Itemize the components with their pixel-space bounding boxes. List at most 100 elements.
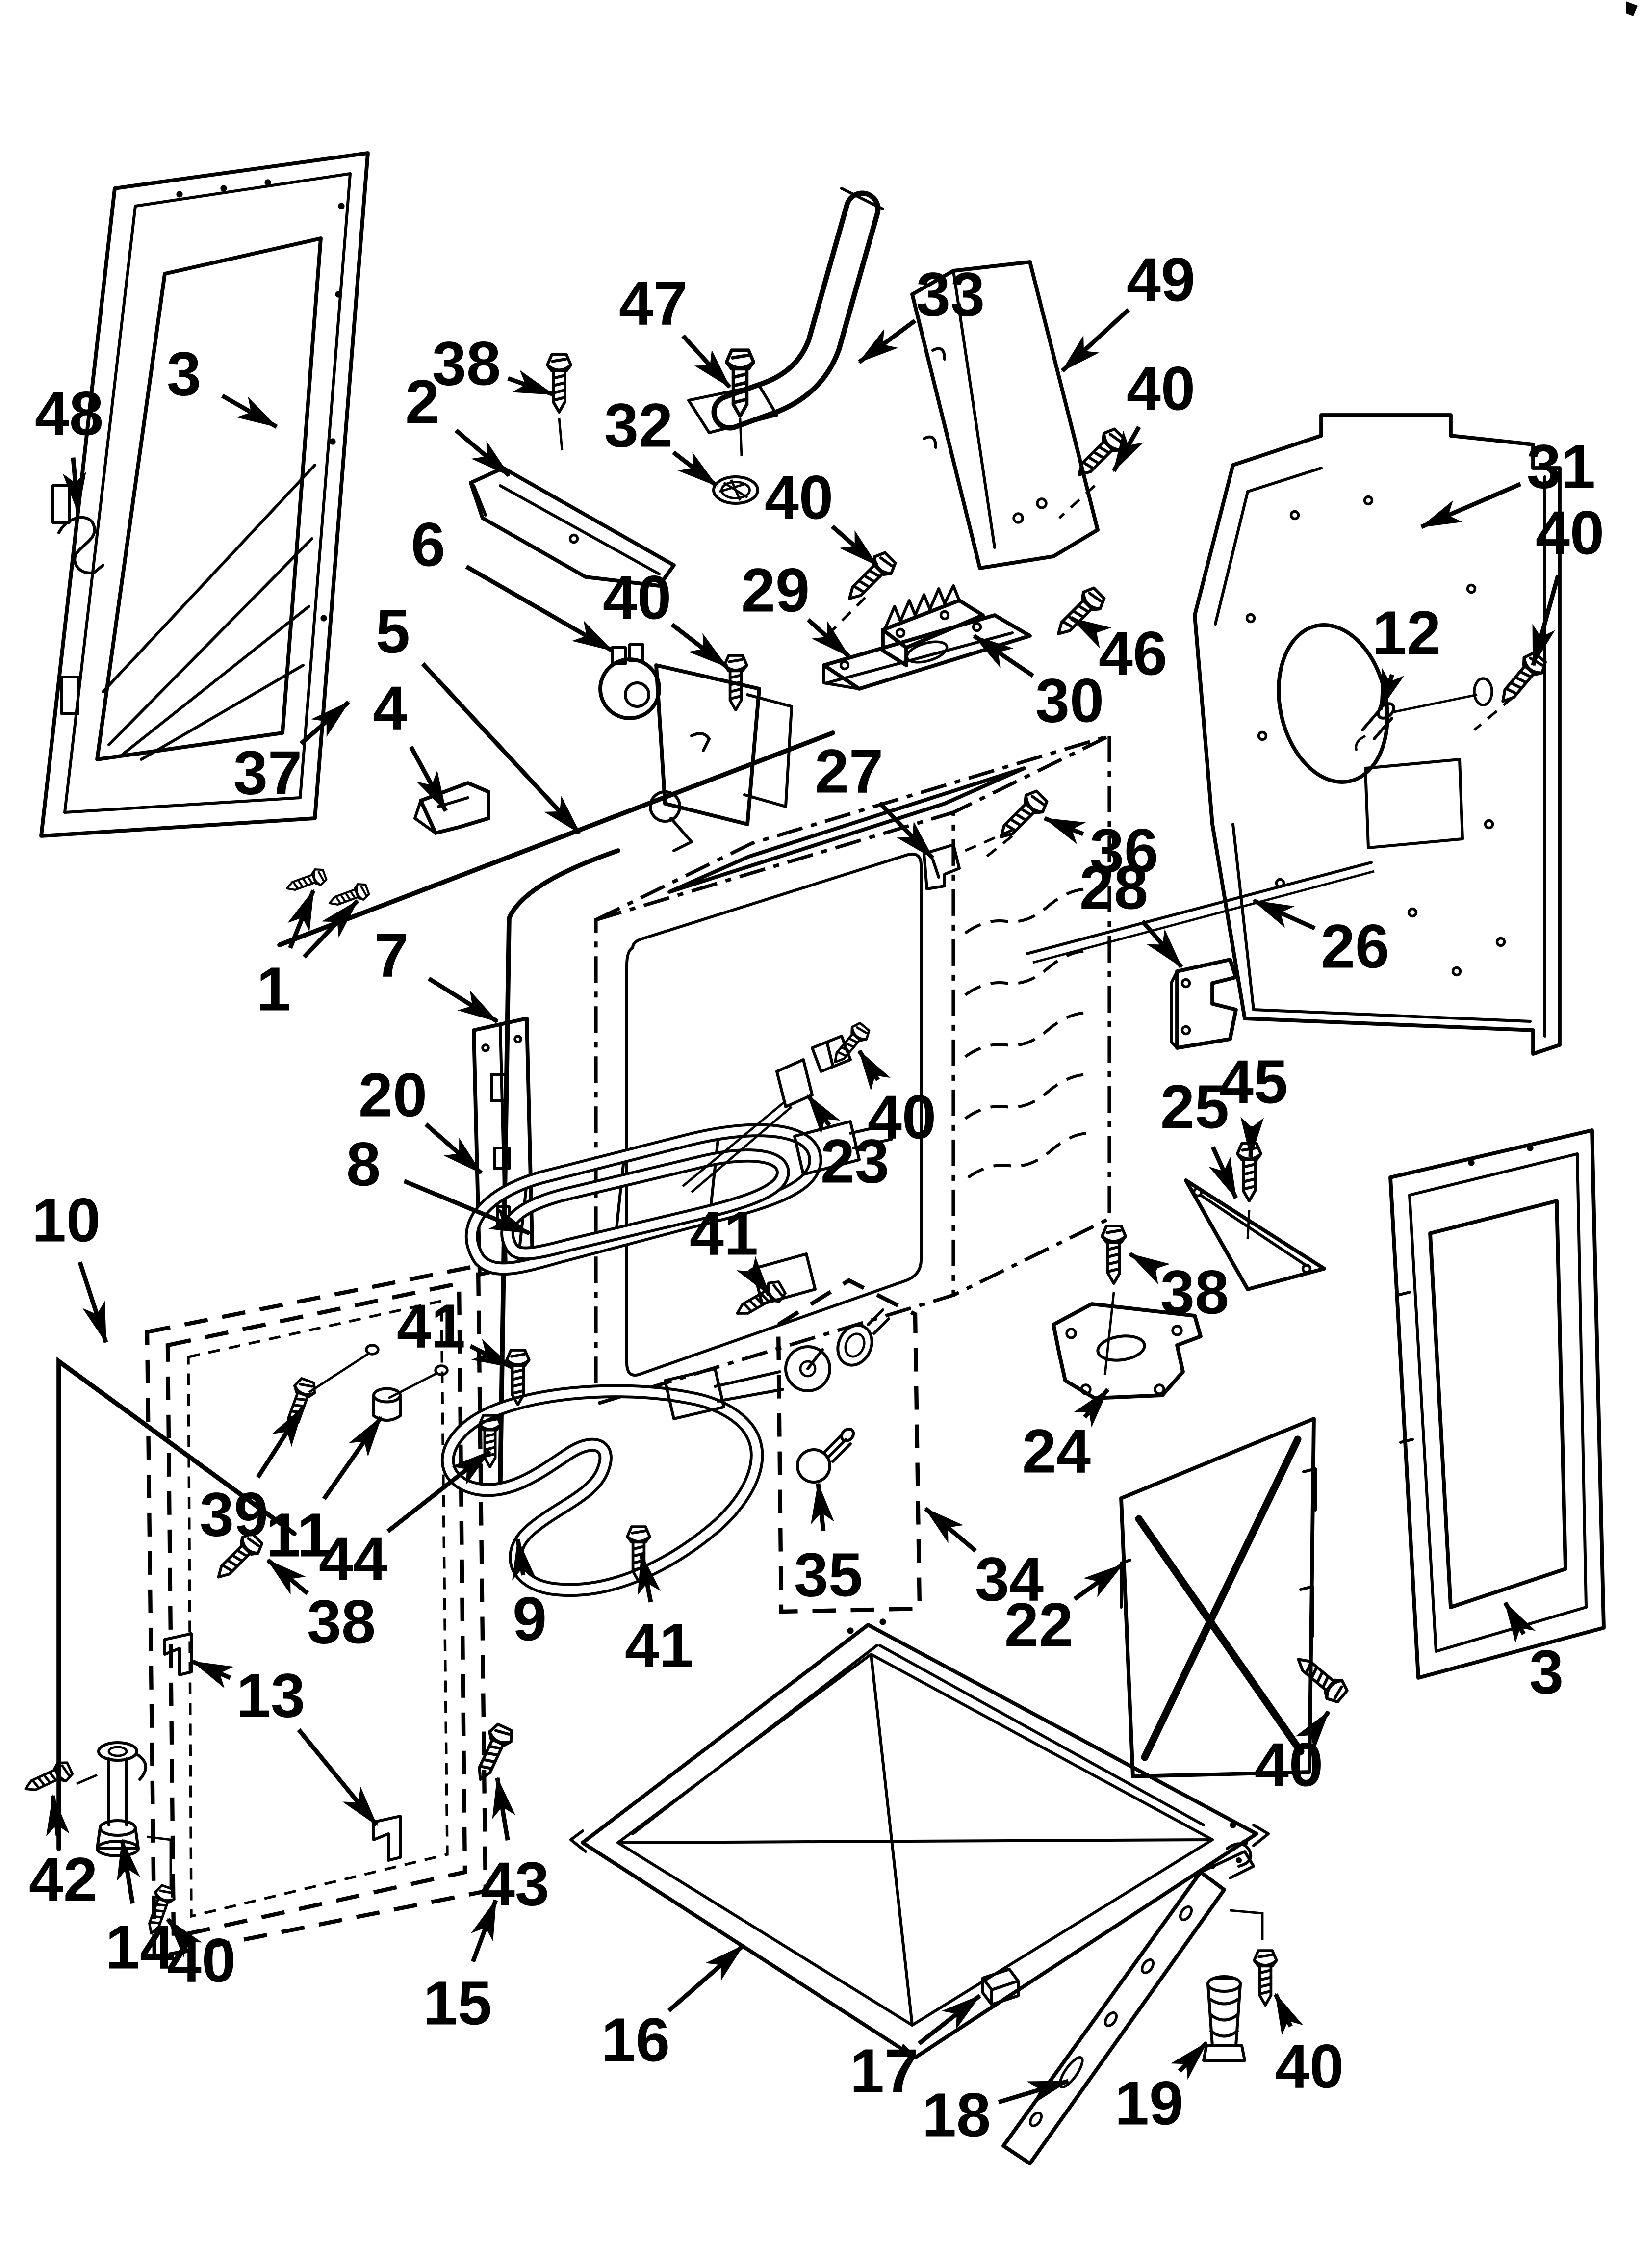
callout-leader-38 xyxy=(1129,1252,1170,1284)
callout-27: 27 xyxy=(815,737,935,860)
callout-number-7: 7 xyxy=(374,921,409,990)
callout-leader-20 xyxy=(424,1122,483,1175)
part-clip-48 xyxy=(57,516,104,574)
callout-leader-27 xyxy=(878,801,935,860)
callout-leader-5 xyxy=(421,662,582,835)
callout-number-27: 27 xyxy=(815,737,883,806)
callout-35: 35 xyxy=(794,1482,863,1610)
part-door-glass xyxy=(95,236,323,761)
callout-number-40: 40 xyxy=(1275,2032,1344,2101)
callout-22: 22 xyxy=(1004,1563,1124,1660)
callout-leader-40 xyxy=(166,1918,202,1957)
callout-leader-1 xyxy=(287,889,316,949)
callout-number-40: 40 xyxy=(1536,498,1604,568)
callout-number-9: 9 xyxy=(513,1585,547,1654)
callout-15: 15 xyxy=(423,1899,498,2038)
callout-leader-41 xyxy=(469,1338,513,1370)
callout-leader-40 xyxy=(857,1049,891,1091)
screw-40c xyxy=(1494,650,1549,708)
callout-41: 41 xyxy=(397,1292,513,1370)
corner-artifact xyxy=(1626,1,1638,16)
part-handle-bracket-33 xyxy=(687,187,884,434)
callout-leader-41 xyxy=(637,1553,661,1603)
callout-1: 1 xyxy=(257,889,359,1024)
callout-number-36: 36 xyxy=(1090,816,1158,886)
callout-2: 2 xyxy=(405,367,511,477)
callout-leader-42 xyxy=(46,1794,70,1837)
screw-1b xyxy=(327,882,370,911)
callout-number-35: 35 xyxy=(794,1540,863,1610)
callout-leader-9 xyxy=(512,1538,536,1581)
callout-46: 46 xyxy=(1070,616,1167,688)
callout-number-11: 11 xyxy=(266,1501,331,1570)
part-clip-17 xyxy=(981,1968,1020,2006)
callout-number-38: 38 xyxy=(307,1588,376,1657)
callout-number-46: 46 xyxy=(1099,619,1167,688)
callout-number-38: 38 xyxy=(432,329,501,398)
callout-number-37: 37 xyxy=(233,738,302,808)
callout-leader-47 xyxy=(681,334,732,389)
callout-number-40: 40 xyxy=(1127,354,1195,423)
part-plug-11 xyxy=(308,1344,449,1422)
callout-number-17: 17 xyxy=(850,2036,919,2106)
part-rod-10 xyxy=(56,1356,297,1851)
callout-42: 42 xyxy=(29,1794,98,1914)
screw-36 xyxy=(993,788,1050,845)
callout-number-3: 3 xyxy=(167,339,201,409)
callout-40: 40 xyxy=(1112,354,1195,472)
callout-leader-16 xyxy=(667,1944,744,2013)
callout-number-40: 40 xyxy=(603,563,671,632)
callout-leader-1 xyxy=(302,899,359,959)
callout-17: 17 xyxy=(850,1994,981,2106)
part-rear-frame-26 xyxy=(1026,861,1375,964)
callout-48: 48 xyxy=(35,379,103,514)
callout-leader-45 xyxy=(1240,1117,1264,1158)
callout-3: 3 xyxy=(167,339,278,429)
callout-leader-28 xyxy=(1140,919,1183,968)
part-light-assembly-34 xyxy=(776,1278,922,1614)
callout-44: 44 xyxy=(319,1449,491,1593)
screw-40g xyxy=(1254,1951,1277,2005)
callout-28: 28 xyxy=(1079,853,1183,968)
callout-number-26: 26 xyxy=(1321,912,1389,981)
callout-leader-13 xyxy=(297,1728,379,1826)
callout-number-19: 19 xyxy=(1115,2069,1183,2138)
callout-leader-46 xyxy=(1070,616,1112,649)
callout-number-30: 30 xyxy=(1035,666,1104,735)
callout-number-23: 23 xyxy=(821,1127,889,1196)
callout-number-41: 41 xyxy=(690,1199,758,1268)
callout-leader-17 xyxy=(918,1994,981,2045)
callout-leader-43 xyxy=(492,1776,515,1841)
part-gusset-25 xyxy=(1184,1178,1326,1291)
callout-23: 23 xyxy=(806,1094,889,1196)
callout-13: 13 xyxy=(191,1659,379,1826)
callout-number-8: 8 xyxy=(346,1130,381,1199)
callout-leader-40 xyxy=(831,524,878,567)
callout-leader-11 xyxy=(322,1416,383,1500)
callout-7: 7 xyxy=(374,921,499,1023)
callout-leader-38 xyxy=(266,1558,309,1595)
callout-leader-24 xyxy=(1073,1388,1110,1428)
callout-number-31: 31 xyxy=(1527,432,1595,501)
callout-number-29: 29 xyxy=(741,556,810,625)
part-leveling-leg-19 xyxy=(1202,1975,1246,2062)
callout-leader-40 xyxy=(1531,574,1561,667)
screw-39 xyxy=(280,1377,318,1433)
callout-number-12: 12 xyxy=(1372,599,1441,668)
callout-leader-37 xyxy=(299,700,350,746)
callout-45: 45 xyxy=(1219,1047,1288,1158)
callout-19: 19 xyxy=(1115,2041,1208,2138)
callout-number-34: 34 xyxy=(975,1545,1044,1614)
part-side-panel-15 xyxy=(145,1263,488,1960)
part-door-panel-right xyxy=(1388,1128,1606,1680)
callout-number-45: 45 xyxy=(1219,1047,1288,1117)
callout-leader-8 xyxy=(403,1179,531,1236)
callout-49: 49 xyxy=(1060,245,1195,373)
callout-3: 3 xyxy=(1503,1601,1564,1707)
callout-14: 14 xyxy=(105,1838,174,1982)
callout-38: 38 xyxy=(1129,1252,1229,1327)
callout-40: 40 xyxy=(603,563,728,669)
callout-leader-33 xyxy=(858,319,917,364)
part-door-panel-left xyxy=(39,151,370,838)
